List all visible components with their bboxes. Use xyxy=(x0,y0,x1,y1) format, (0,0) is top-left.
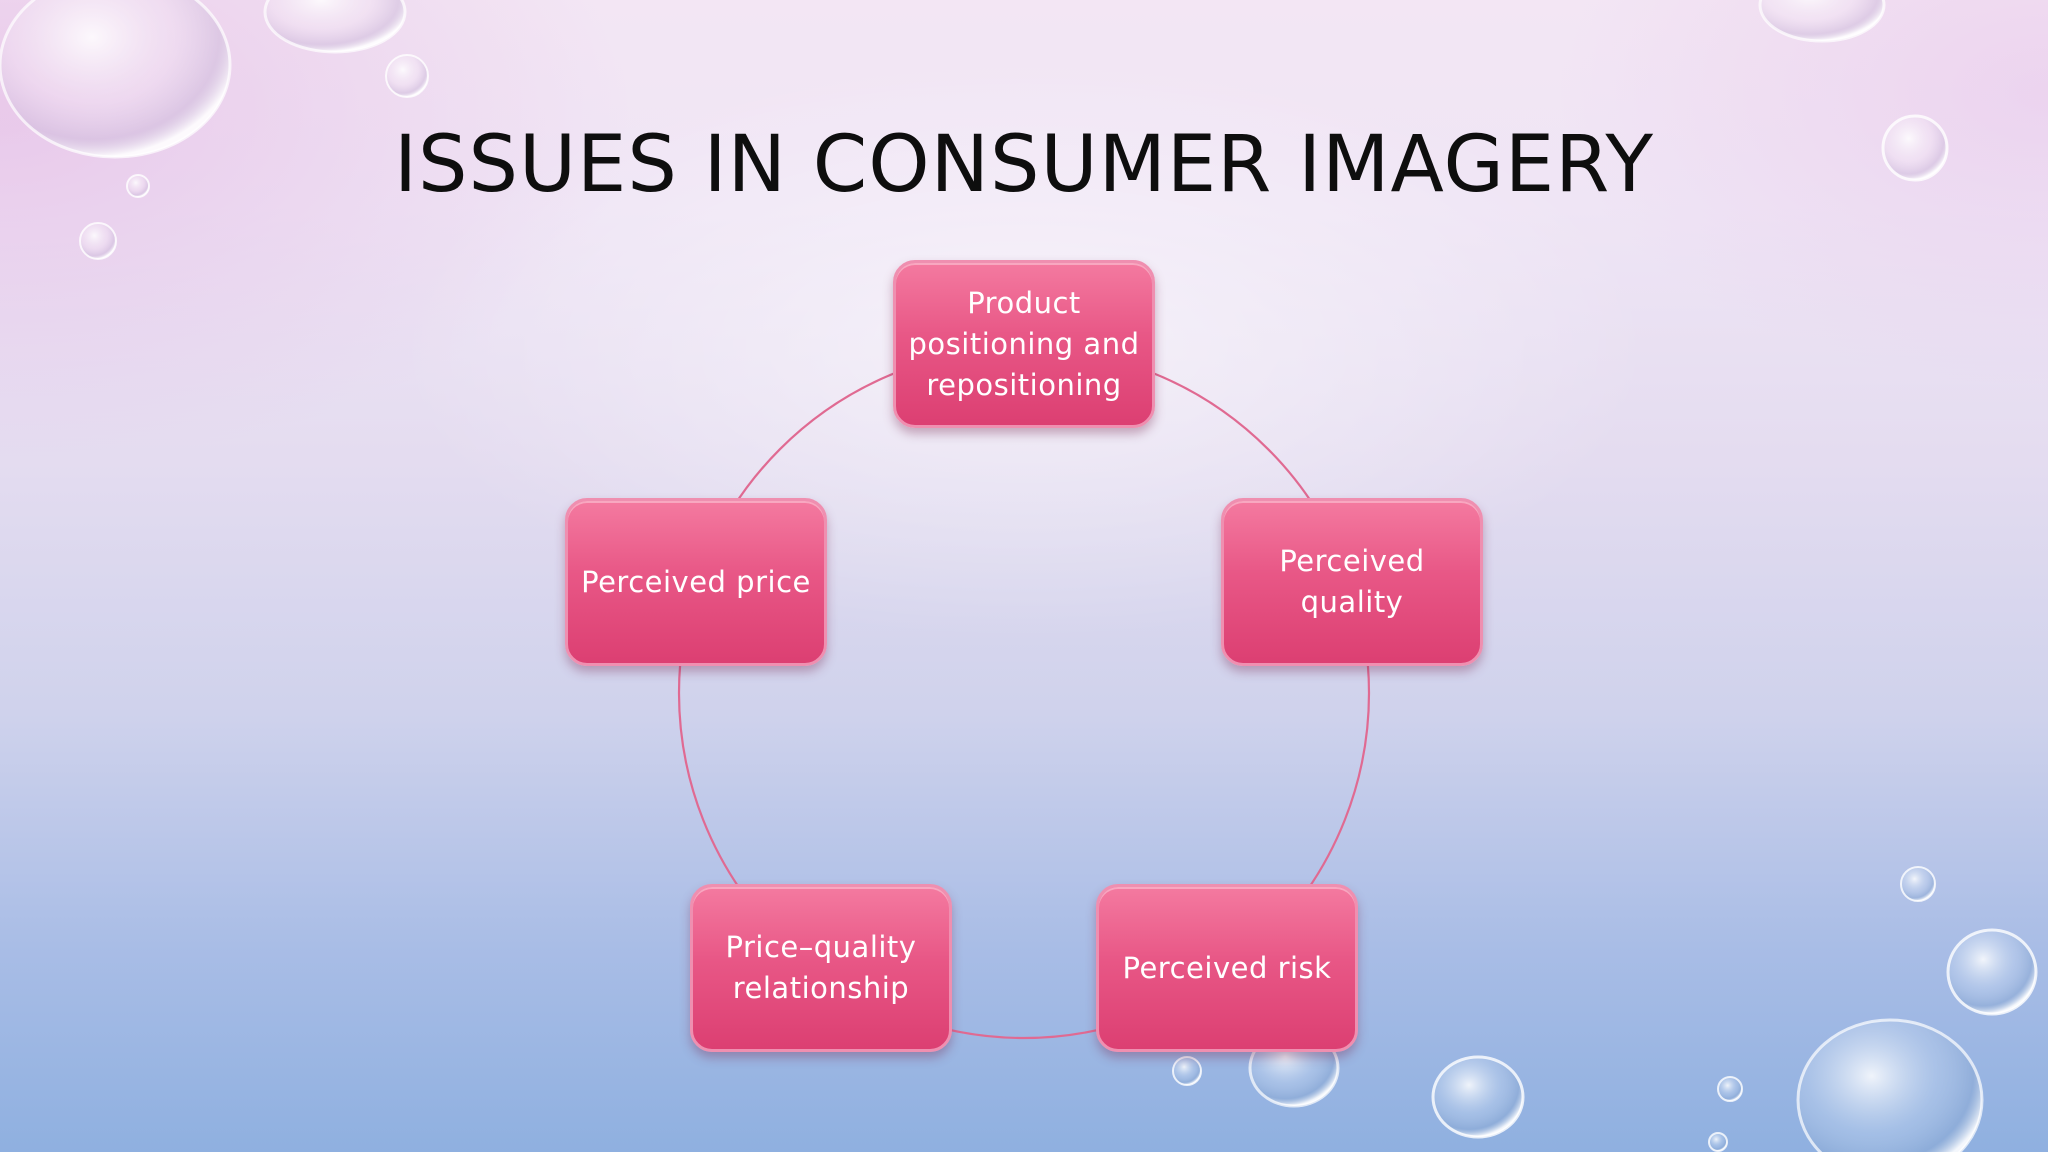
cycle-node-perceived-price: Perceived price xyxy=(565,498,827,666)
cycle-node-label: Product positioning and repositioning xyxy=(908,285,1140,402)
cycle-node-label: Perceived quality xyxy=(1279,544,1425,619)
droplet xyxy=(1758,0,1886,43)
droplet xyxy=(385,54,429,98)
slide-title: ISSUES IN CONSUMER IMAGERY xyxy=(393,120,1655,210)
droplet xyxy=(126,174,150,198)
droplet xyxy=(1946,928,2038,1016)
cycle-node-perceived-risk: Perceived risk xyxy=(1096,884,1358,1052)
droplet xyxy=(1796,1018,1984,1152)
droplet xyxy=(79,222,117,260)
cycle-node-label: Price–quality relationship xyxy=(725,930,917,1005)
droplet xyxy=(263,0,407,54)
droplet xyxy=(1717,1076,1743,1102)
droplet xyxy=(1172,1056,1202,1086)
cycle-node-label: Perceived risk xyxy=(1122,950,1332,985)
droplet xyxy=(1708,1132,1728,1152)
cycle-node-label: Perceived price xyxy=(581,564,811,599)
cycle-node-price-quality-relationship: Price–quality relationship xyxy=(690,884,952,1052)
droplet xyxy=(1431,1055,1525,1139)
cycle-node-perceived-quality: Perceived quality xyxy=(1221,498,1483,666)
droplet xyxy=(0,0,232,159)
droplet xyxy=(1900,866,1936,902)
droplet xyxy=(1881,114,1949,182)
cycle-node-product-positioning: Product positioning and repositioning xyxy=(893,260,1155,428)
